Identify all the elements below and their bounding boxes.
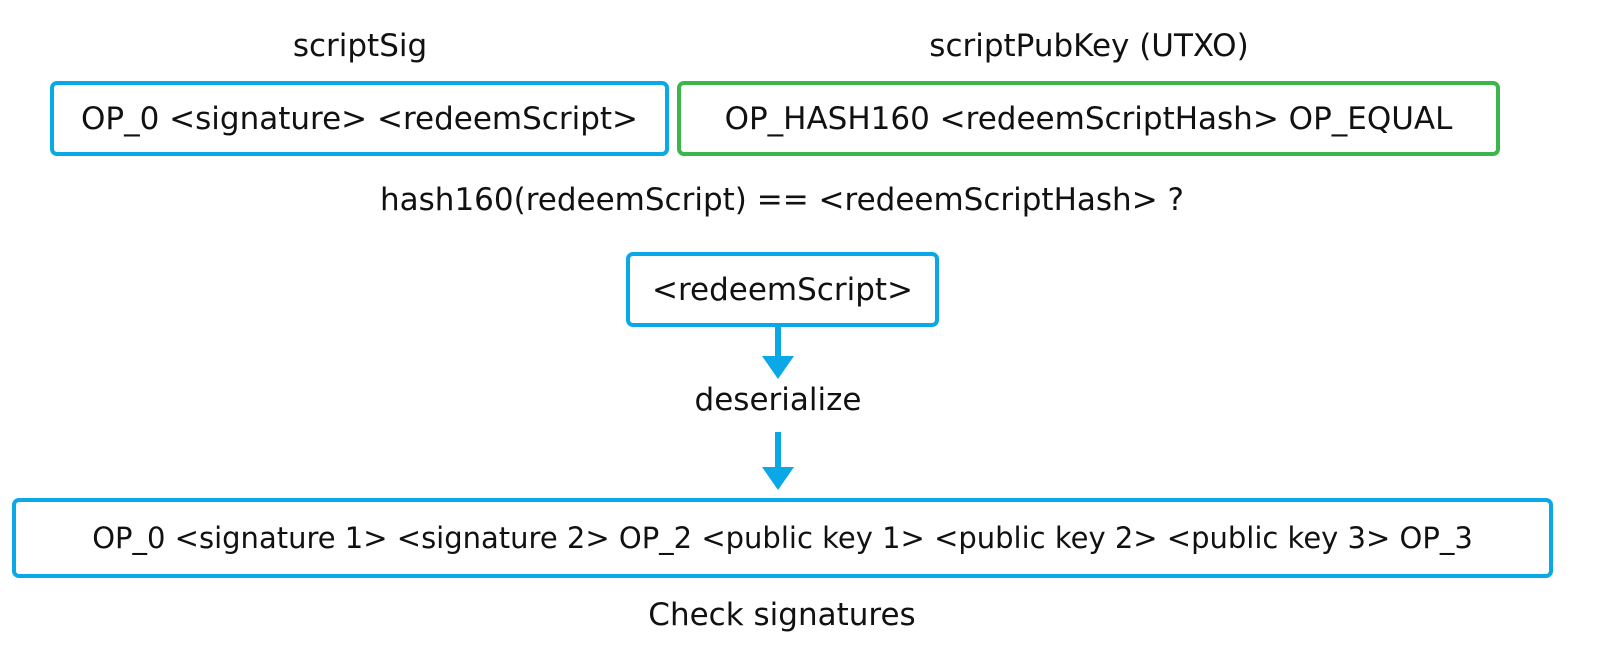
check-signatures-label: Check signatures [648,597,916,633]
hash-check-label: hash160(redeemScript) == <redeemScriptHa… [380,182,1184,218]
multisig-script-box: OP_0 <signature 1> <signature 2> OP_2 <p… [12,498,1553,578]
deserialize-label: deserialize [694,382,862,418]
multisig-script-content: OP_0 <signature 1> <signature 2> OP_2 <p… [92,521,1473,555]
scriptpubkey-content: OP_HASH160 <redeemScriptHash> OP_EQUAL [724,100,1453,137]
scriptsig-content: OP_0 <signature> <redeemScript> [80,100,639,137]
down-arrow-icon [762,432,794,490]
scriptpubkey-heading: scriptPubKey (UTXO) [929,28,1249,64]
scriptsig-box: OP_0 <signature> <redeemScript> [50,81,669,156]
down-arrow-icon [762,325,794,379]
redeem-script-box: <redeemScript> [626,252,939,327]
scriptpubkey-box: OP_HASH160 <redeemScriptHash> OP_EQUAL [677,81,1500,156]
redeem-script-content: <redeemScript> [651,271,914,308]
scriptsig-heading: scriptSig [292,28,428,64]
